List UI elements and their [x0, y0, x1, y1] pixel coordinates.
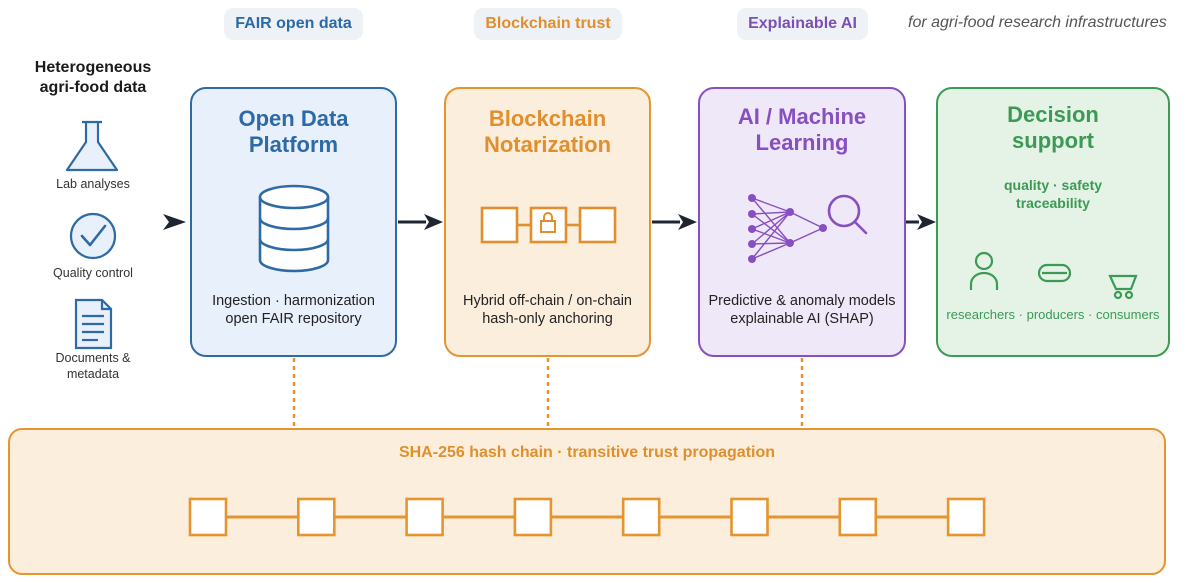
locked-chain-icon: [480, 206, 616, 243]
hash-block: [621, 497, 661, 536]
sources-title: Heterogeneous agri-food data: [34, 59, 152, 96]
hash-block: [513, 497, 552, 536]
stage-description: Hybrid off-chain / on-chain hash-only an…: [463, 293, 632, 327]
stage-open-data-platform: Open Data Platform Ingestion · harmoniza…: [190, 87, 397, 357]
flask-icon: [65, 120, 119, 172]
hash-block: [729, 497, 769, 536]
source-label-documents-metadata: Documents & metadata: [55, 351, 131, 381]
hash-block: [404, 497, 444, 536]
decision-users: researchers · producers · consumers: [946, 307, 1160, 322]
trust-connectors: [292, 358, 804, 428]
hash-block: [188, 497, 227, 536]
arrow-platform-to-blockchain-icon: [424, 214, 443, 230]
stage-title: AI / Machine Learning: [737, 104, 867, 155]
hash-block: [837, 497, 877, 536]
hash-block: [296, 497, 336, 536]
arrow-ai-to-decision-icon: [917, 214, 936, 230]
source-label-lab-analyses: Lab analyses: [56, 177, 130, 191]
pill-icon: [1037, 263, 1071, 282]
stage-description: Predictive & anomaly models explainable …: [708, 293, 896, 327]
person-icon: [969, 251, 998, 290]
stage-decision-support: Decision support quality · safety tracea…: [936, 87, 1170, 357]
stage-description: Ingestion · harmonization open FAIR repo…: [212, 293, 375, 327]
trust-propagation-panel: SHA-256 hash chain · transitive trust pr…: [8, 428, 1166, 575]
decision-icons: [969, 251, 1138, 299]
flow-arrows: [163, 214, 936, 230]
neural-network-icon: [747, 193, 867, 263]
stage-blockchain-notarization: Blockchain Notarization Hybrid off-chain…: [444, 87, 651, 357]
tagline: for agri-food research infrastructures: [908, 14, 1167, 31]
hash-block: [946, 497, 985, 536]
hash-chain: [188, 497, 985, 536]
pill-blockchain-trust: Blockchain trust: [474, 8, 622, 40]
cart-icon: [1107, 274, 1138, 299]
database-icon: [258, 184, 329, 272]
magnifier-icon: [827, 194, 867, 234]
decision-subtitle: quality · safety traceability: [1003, 177, 1103, 211]
pill-fair-open-data: FAIR open data: [224, 8, 363, 40]
arrow-blockchain-to-ai-icon: [678, 214, 697, 230]
document-icon: [74, 298, 113, 350]
source-label-quality-control: Quality control: [53, 266, 133, 280]
stage-ai-machine-learning: AI / Machine Learning Predictive & anoma…: [698, 87, 906, 357]
arrow-into-platform-icon: [163, 214, 186, 230]
stage-title: Open Data Platform: [238, 106, 349, 157]
trust-title: SHA-256 hash chain · transitive trust pr…: [398, 444, 776, 461]
check-circle-icon: [69, 212, 117, 260]
pill-explainable-ai: Explainable AI: [737, 8, 868, 40]
stage-title: Blockchain Notarization: [483, 106, 612, 157]
stage-title: Decision support: [1007, 102, 1099, 153]
